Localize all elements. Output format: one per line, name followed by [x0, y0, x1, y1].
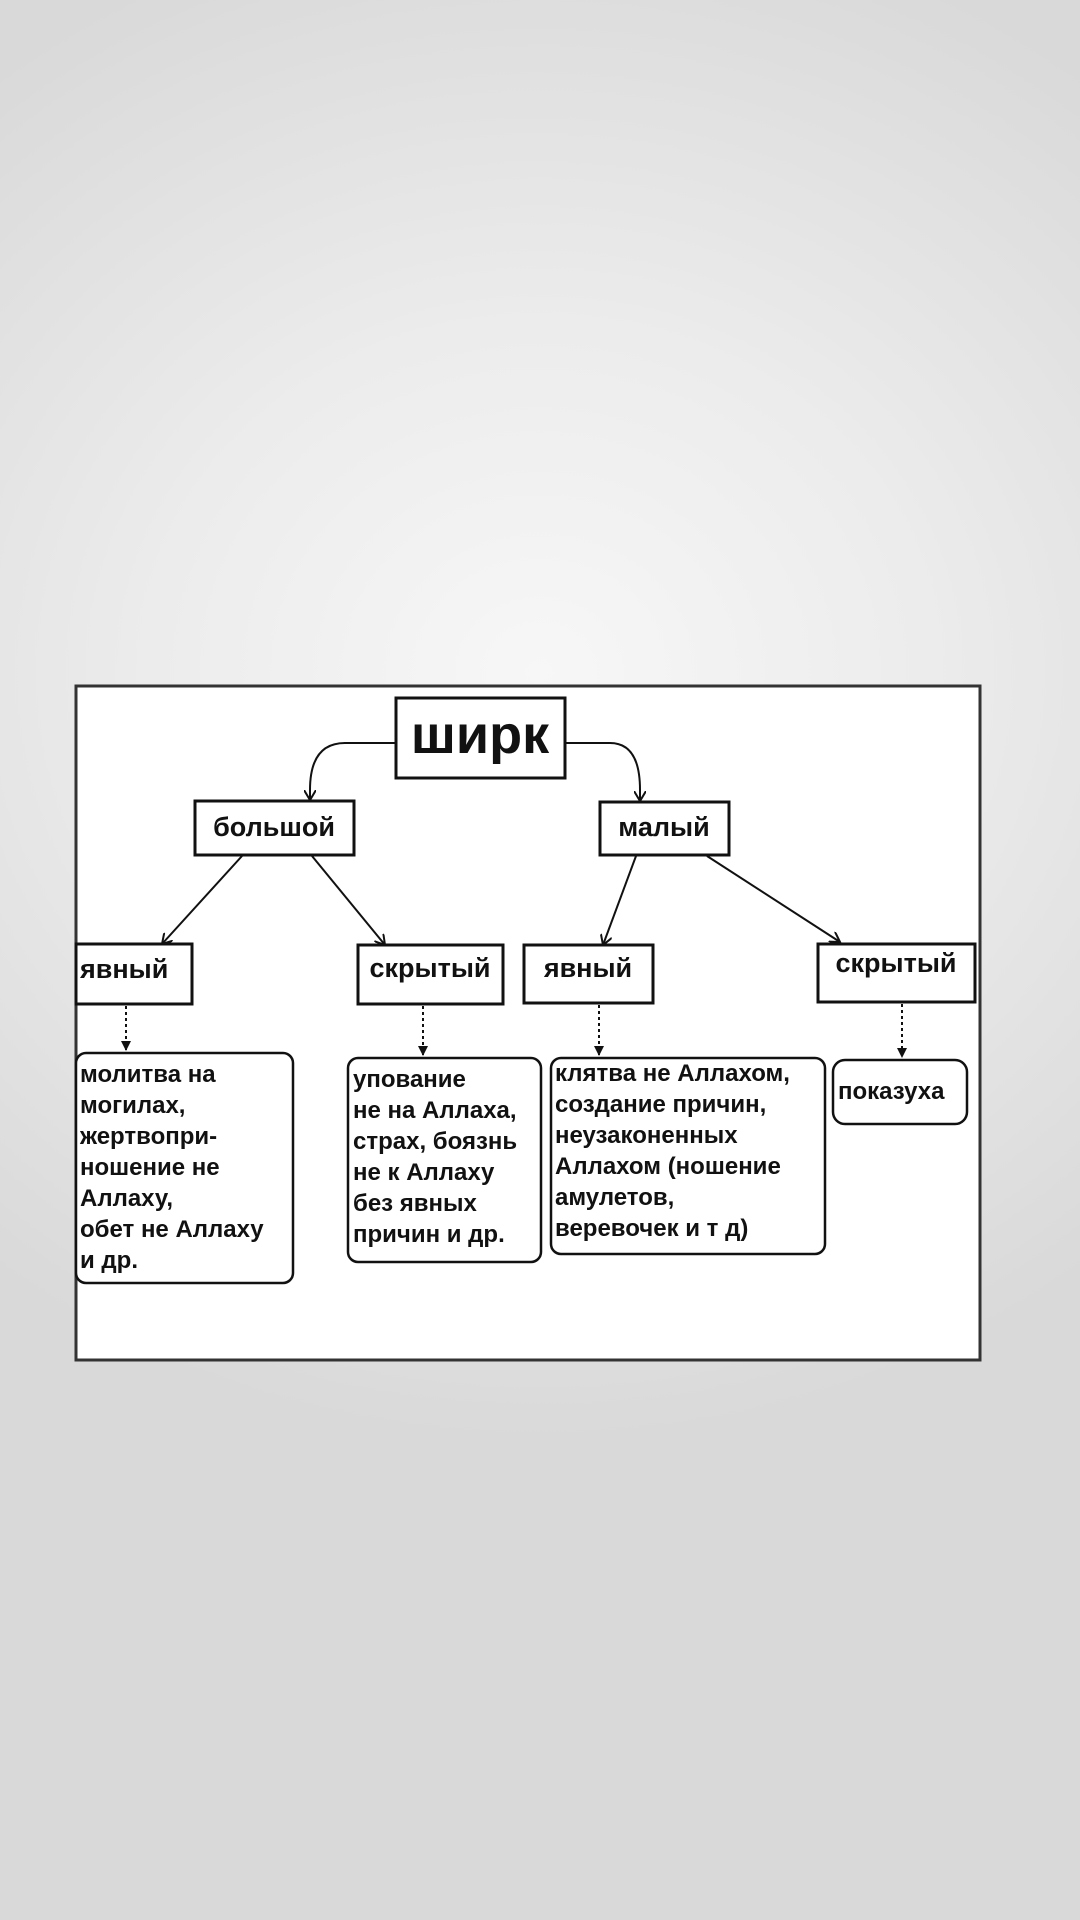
root-node: ширк [394, 696, 567, 780]
detail-line: неузаконенных [555, 1122, 738, 1149]
detail-line: упование [353, 1066, 466, 1093]
detail-line: ношение не [80, 1154, 220, 1181]
root-label: ширк [411, 705, 550, 765]
detail-line: не на Аллаха, [353, 1097, 517, 1124]
detail-line: клятва не Аллахом, [555, 1060, 790, 1087]
node-big: большой [193, 799, 356, 857]
arrow-big-explicit [162, 855, 243, 944]
detail-line: показуха [838, 1078, 945, 1105]
detail-line: молитва на [80, 1061, 216, 1088]
detail-small-explicit: клятва не Аллахом, создание причин, неуз… [549, 1056, 827, 1256]
svg-text:упование не на Аллаха,: упование не на Аллаха, страх, боязнь не … [353, 1066, 524, 1248]
node-big-explicit: явный [74, 942, 194, 1006]
detail-big-explicit: молитва на могилах, жертвопри- ношение н… [74, 1051, 295, 1285]
node-small-hidden: скрытый [816, 942, 977, 1004]
arrow-small-explicit [603, 855, 637, 945]
svg-text:клятва не Аллахом, созда: клятва не Аллахом, создание причин, неуз… [555, 1060, 797, 1242]
svg-text:молитва на могилах,: молитва на могилах, жертвопри- ношение н… [79, 1061, 270, 1274]
arrow-root-right [565, 742, 640, 801]
detail-line: могилах, [80, 1092, 185, 1119]
detail-line: страх, боязнь [353, 1128, 517, 1155]
node-small: малый [598, 800, 731, 857]
detail-line: причин и др. [353, 1221, 505, 1248]
detail-line: Аллаху, [80, 1185, 173, 1212]
arrow-root-left [310, 742, 396, 800]
detail-line: амулетов, [555, 1184, 674, 1211]
node-big-label: большой [213, 812, 335, 842]
arrow-big-hidden [311, 855, 385, 945]
detail-line: не к Аллаху [353, 1159, 495, 1186]
detail-big-hidden: упование не на Аллаха, страх, боязнь не … [346, 1056, 543, 1264]
detail-line: создание причин, [555, 1091, 766, 1118]
node-big-hidden: скрытый [356, 943, 505, 1006]
detail-line: без явных [353, 1190, 478, 1217]
node-big-explicit-label: явный [79, 954, 168, 984]
detail-line: Аллахом (ношение [555, 1153, 781, 1180]
detail-line: и др. [80, 1247, 138, 1274]
node-small-label: малый [618, 812, 709, 842]
connectors [121, 742, 907, 1058]
node-big-hidden-label: скрытый [370, 953, 491, 983]
detail-small-hidden: показуха [831, 1058, 969, 1126]
detail-line: обет не Аллаху [80, 1216, 264, 1243]
arrow-small-hidden [706, 855, 840, 942]
svg-text:показуха: показуха [838, 1078, 945, 1105]
detail-line: жертвопри- [79, 1123, 217, 1150]
node-small-explicit-label: явный [543, 953, 632, 983]
node-small-hidden-label: скрытый [836, 948, 957, 978]
node-small-explicit: явный [522, 943, 655, 1005]
detail-line: веревочек и т д) [555, 1215, 748, 1242]
